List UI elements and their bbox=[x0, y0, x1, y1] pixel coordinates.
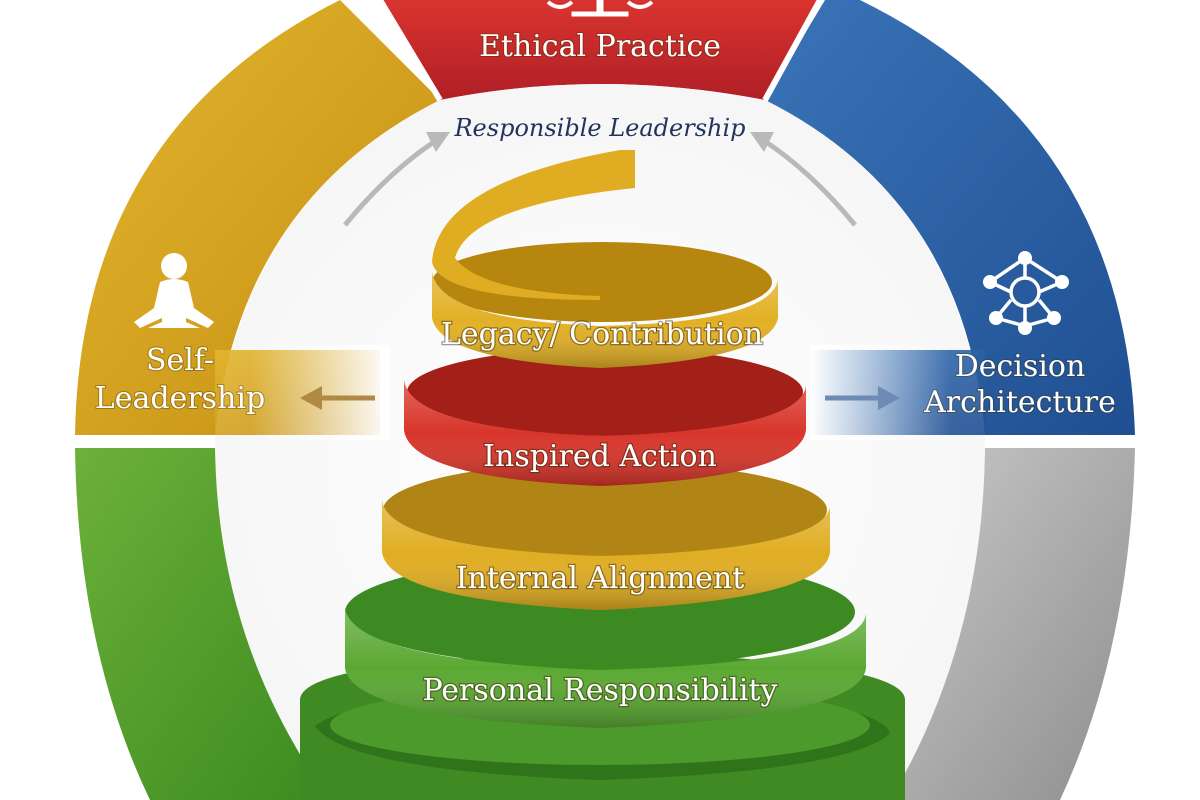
band-label-internal-alignment: Internal Alignment bbox=[456, 561, 745, 596]
network-nodes-icon bbox=[983, 251, 1069, 335]
arrow-head-icon bbox=[878, 386, 900, 410]
band-label-personal-responsibility: Personal Responsibility bbox=[422, 673, 777, 708]
coil-back bbox=[432, 242, 772, 322]
separator-line bbox=[762, 0, 823, 102]
self-leadership-label-line2: Leadership bbox=[95, 381, 265, 416]
meditating-person-icon bbox=[134, 253, 214, 328]
band-label-inspired-action: Inspired Action bbox=[483, 439, 717, 474]
scales-icon bbox=[546, 0, 654, 17]
segment-bottom-right bbox=[890, 448, 1135, 800]
coil-back bbox=[407, 348, 803, 436]
ring-arrows bbox=[300, 132, 900, 410]
segment-decision-architecture bbox=[765, 0, 1135, 435]
ethical-practice-label: Ethical Practice bbox=[479, 29, 721, 64]
segment-ethical-practice bbox=[380, 0, 820, 100]
spiral bbox=[300, 150, 905, 800]
separator-line bbox=[377, 0, 443, 102]
band-shade bbox=[404, 380, 806, 486]
spiral-top-curl bbox=[432, 150, 635, 300]
band-label-legacy: Legacy/ Contribution bbox=[441, 317, 763, 352]
self-leadership-label-line1: Self- bbox=[146, 343, 214, 378]
band-shade bbox=[432, 272, 778, 368]
responsible-leadership-label: Responsible Leadership bbox=[453, 114, 745, 142]
arrow-head-icon bbox=[426, 132, 450, 152]
arrow-head-icon bbox=[300, 386, 322, 410]
band-shade bbox=[382, 500, 830, 610]
segment-bottom-left bbox=[75, 448, 330, 800]
arrow-head-icon bbox=[750, 132, 774, 152]
decision-architecture-label-line1: Decision bbox=[955, 349, 1086, 384]
arrow-up-right bbox=[758, 135, 857, 227]
band-shade bbox=[345, 608, 866, 728]
decision-architecture-label-line2: Architecture bbox=[923, 385, 1116, 420]
spiral-band-bottom bbox=[310, 715, 898, 800]
arrow-up-left bbox=[343, 135, 442, 227]
coil-back bbox=[383, 462, 827, 558]
